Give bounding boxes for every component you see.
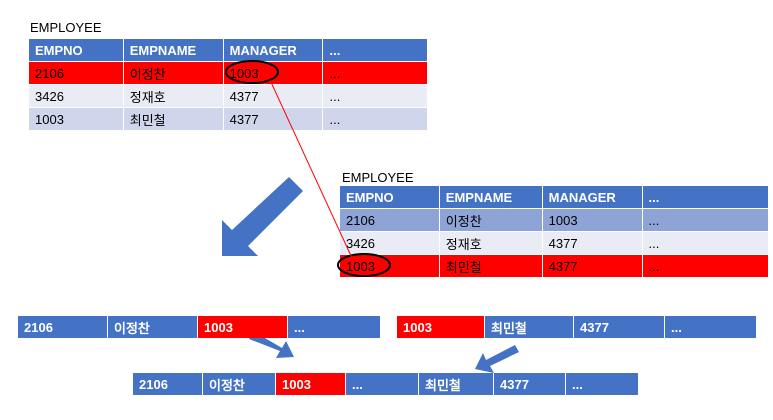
cell-empno: 3426 — [28, 84, 124, 108]
bar-cell-empno: 1003 — [397, 316, 485, 338]
col-header-more: ... — [322, 38, 428, 62]
bar-cell-more-2: ... — [566, 373, 638, 395]
top-table-caption: EMPLOYEE — [30, 20, 102, 35]
bar-cell-manager: 4377 — [574, 316, 665, 338]
bar-cell-empname: 이정찬 — [108, 316, 198, 338]
bar-cell-manager-2: 4377 — [494, 373, 566, 395]
cell-manager: 1003 — [541, 208, 643, 232]
small-arrow-down-left-icon — [475, 345, 519, 373]
bar-cell-manager: 1003 — [276, 373, 346, 395]
col-header-empname: EMPNAME — [122, 38, 224, 62]
table-header-row: EMPNO EMPNAME MANAGER ... — [28, 38, 428, 62]
cell-more: ... — [322, 61, 428, 85]
cell-empname: 이정찬 — [438, 208, 543, 232]
empno-highlight-ellipse — [337, 253, 391, 277]
cell-manager: 4377 — [222, 84, 324, 108]
joined-record-bar: 2106 이정찬 1003 ... 최민철 4377 ... — [133, 373, 638, 395]
bar-cell-empname: 최민철 — [485, 316, 574, 338]
table-row: 3426 정재호 4377 ... — [28, 84, 428, 108]
join-connector-line — [269, 79, 353, 259]
cell-empname: 정재호 — [438, 231, 543, 255]
bar-cell-manager: 1003 — [198, 316, 288, 338]
top-employee-table: EMPNO EMPNAME MANAGER ... 2106 이정찬 1003 … — [28, 38, 428, 131]
cell-manager: 4377 — [222, 107, 324, 131]
table-row: 2106 이정찬 1003 ... — [339, 208, 770, 232]
bar-cell-empno: 2106 — [133, 373, 203, 395]
cell-empname: 정재호 — [122, 84, 224, 108]
bar-cell-empname: 이정찬 — [203, 373, 276, 395]
cell-empname: 최민철 — [438, 254, 543, 278]
cell-empno: 1003 — [28, 107, 124, 131]
cell-empname: 최민철 — [122, 107, 224, 131]
bar-cell-empno: 2106 — [18, 316, 108, 338]
col-header-manager: MANAGER — [222, 38, 324, 62]
manager-highlight-ellipse — [225, 60, 279, 84]
col-header-empno: EMPNO — [28, 38, 124, 62]
cell-more: ... — [322, 84, 428, 108]
cell-more: ... — [641, 254, 770, 278]
right-employee-table: EMPNO EMPNAME MANAGER ... 2106 이정찬 1003 … — [339, 185, 770, 278]
cell-manager: 4377 — [541, 254, 643, 278]
bar-cell-more: ... — [288, 316, 380, 338]
right-table-caption: EMPLOYEE — [342, 170, 414, 185]
bar-cell-more: ... — [665, 316, 756, 338]
bar-cell-empname-2: 최민철 — [419, 373, 494, 395]
table-row: 1003 최민철 4377 ... — [28, 107, 428, 131]
right-record-bar: 1003 최민철 4377 ... — [397, 316, 756, 338]
cell-empno: 3426 — [339, 231, 440, 255]
left-record-bar: 2106 이정찬 1003 ... — [18, 316, 380, 338]
bar-cell-more: ... — [346, 373, 419, 395]
large-diagonal-arrow-icon — [222, 177, 303, 256]
cell-more: ... — [322, 107, 428, 131]
cell-manager: 4377 — [541, 231, 643, 255]
col-header-empname: EMPNAME — [438, 185, 543, 209]
